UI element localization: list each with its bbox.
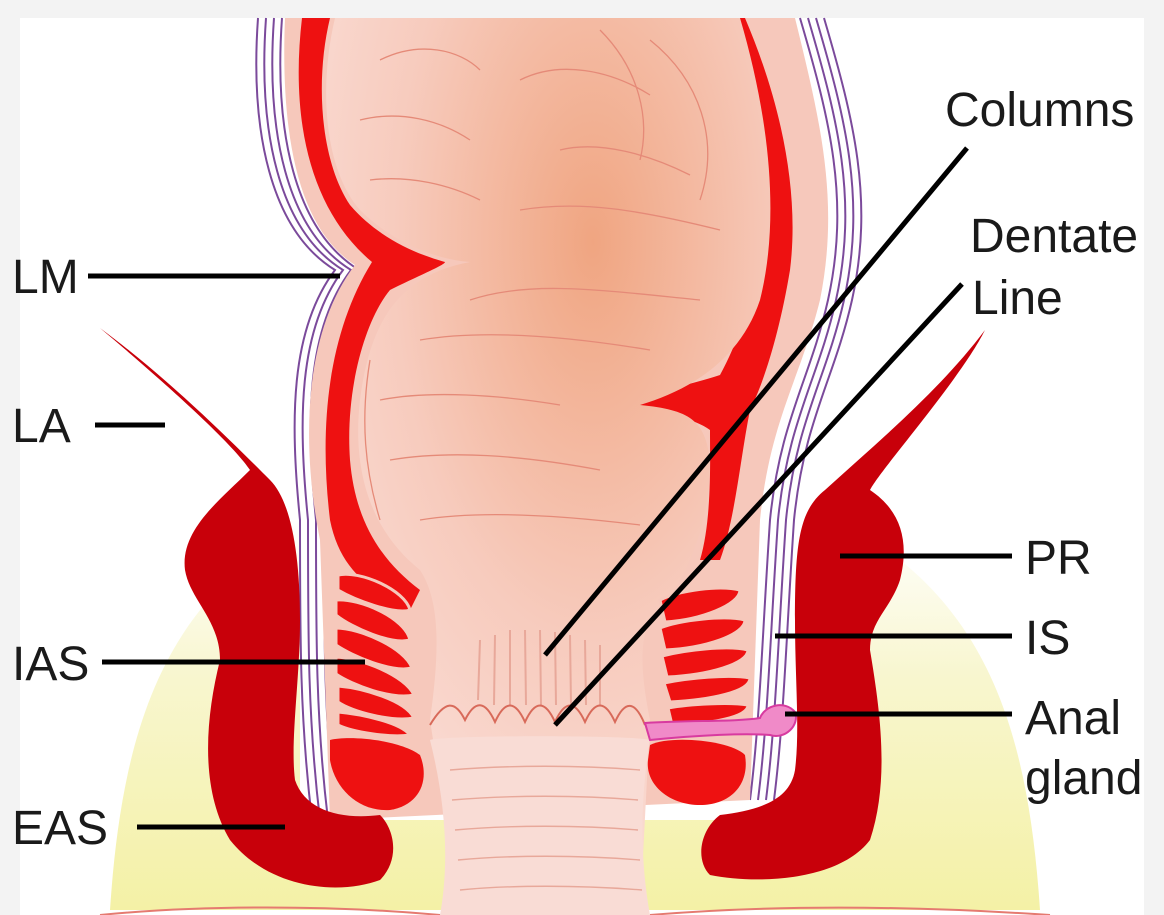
label-eas: EAS	[12, 802, 108, 855]
label-columns: Columns	[945, 84, 1134, 137]
label-dentate: Dentate	[970, 210, 1138, 263]
label-lm: LM	[12, 251, 79, 304]
label-is: IS	[1025, 612, 1070, 665]
label-ias: IAS	[12, 638, 89, 691]
label-la: LA	[12, 400, 71, 453]
label-gland: gland	[1025, 752, 1142, 805]
label-anal: Anal	[1025, 692, 1121, 745]
label-line: Line	[972, 272, 1063, 325]
label-pr: PR	[1025, 532, 1092, 585]
